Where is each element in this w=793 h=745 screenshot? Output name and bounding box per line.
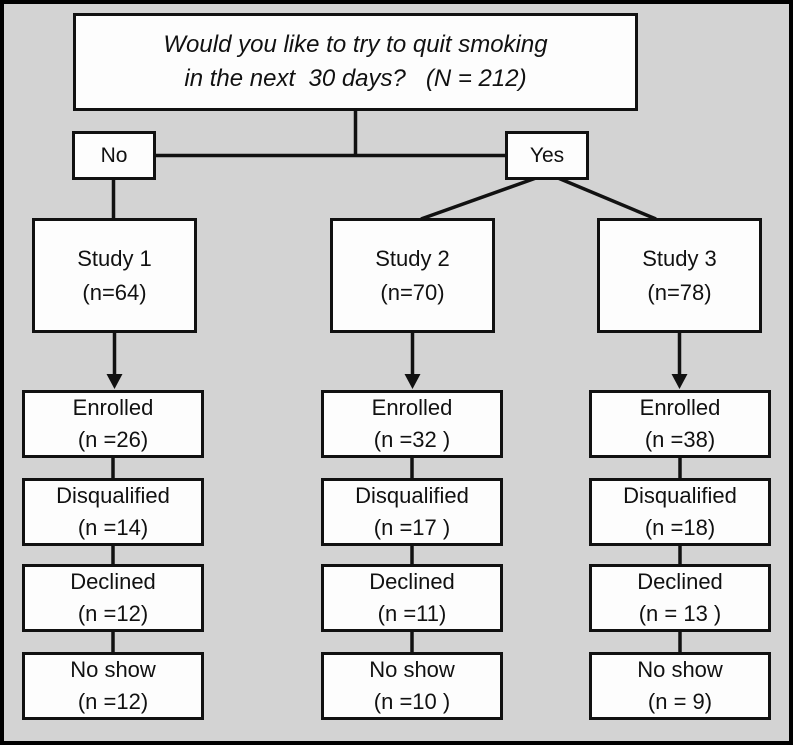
arrowhead-down-icon <box>404 374 421 389</box>
stage-n: (n =12) <box>77 689 149 714</box>
stage-n: (n =14) <box>77 515 149 540</box>
branch-yes-label: Yes <box>529 143 565 167</box>
study-1-n: (n=64) <box>82 279 147 305</box>
stage-n: (n = 13 ) <box>638 601 722 626</box>
study-1-stage-no-show-box: No show (n =12) <box>22 652 204 720</box>
stage-label: No show <box>70 657 156 682</box>
study-2-stage-no-show-box: No show (n =10 ) <box>321 652 503 720</box>
stage-n: (n =18) <box>644 515 716 540</box>
stage-n: (n =38) <box>644 427 716 452</box>
study-3-stage-declined-box: Declined (n = 13 ) <box>589 564 771 632</box>
study-2-box: Study 2 (n=70) <box>330 218 495 333</box>
stage-label: Declined <box>637 569 723 594</box>
stage-n: (n =26) <box>77 427 149 452</box>
study-2-name: Study 2 <box>375 245 450 271</box>
arrowhead-down-icon <box>671 374 688 389</box>
branch-yes-box: Yes <box>505 131 589 180</box>
study-2-n: (n=70) <box>380 279 445 305</box>
stage-label: Disqualified <box>623 483 737 508</box>
connector-yes-to-study2 <box>420 176 537 221</box>
stage-label: Disqualified <box>56 483 170 508</box>
study-1-name: Study 1 <box>77 245 152 271</box>
study-3-n: (n=78) <box>647 279 712 305</box>
question-line-2: in the next 30 days? (N = 212) <box>184 65 527 92</box>
study-1-stage-enrolled-box: Enrolled (n =26) <box>22 390 204 458</box>
question-box: Would you like to try to quit smoking in… <box>73 13 638 111</box>
study-1-stage-disqualified-box: Disqualified (n =14) <box>22 478 204 546</box>
study-3-name: Study 3 <box>642 245 717 271</box>
stage-label: Declined <box>70 569 156 594</box>
stage-n: (n =11) <box>377 601 447 626</box>
stage-label: Enrolled <box>639 395 721 420</box>
study-3-stage-disqualified-box: Disqualified (n =18) <box>589 478 771 546</box>
arrowhead-down-icon <box>106 374 123 389</box>
study-1-stage-declined-box: Declined (n =12) <box>22 564 204 632</box>
stage-label: Enrolled <box>72 395 154 420</box>
stage-label: No show <box>637 657 723 682</box>
stage-label: Enrolled <box>371 395 453 420</box>
question-line-1: Would you like to try to quit smoking <box>163 31 548 58</box>
stage-n: (n =10 ) <box>373 689 451 714</box>
stage-label: Declined <box>369 569 455 594</box>
connector-yes-to-study3 <box>557 176 657 221</box>
study-3-stage-enrolled-box: Enrolled (n =38) <box>589 390 771 458</box>
stage-label: Disqualified <box>355 483 469 508</box>
study-2-stage-enrolled-box: Enrolled (n =32 ) <box>321 390 503 458</box>
stage-n: (n =17 ) <box>373 515 451 540</box>
study-3-box: Study 3 (n=78) <box>597 218 762 333</box>
stage-label: No show <box>369 657 455 682</box>
stage-n: (n =12) <box>77 601 149 626</box>
study-1-box: Study 1 (n=64) <box>32 218 197 333</box>
stage-n: (n = 9) <box>647 689 713 714</box>
study-3-stage-no-show-box: No show (n = 9) <box>589 652 771 720</box>
branch-no-label: No <box>100 143 128 167</box>
stage-n: (n =32 ) <box>373 427 451 452</box>
study-2-stage-declined-box: Declined (n =11) <box>321 564 503 632</box>
study-2-stage-disqualified-box: Disqualified (n =17 ) <box>321 478 503 546</box>
branch-no-box: No <box>72 131 156 180</box>
